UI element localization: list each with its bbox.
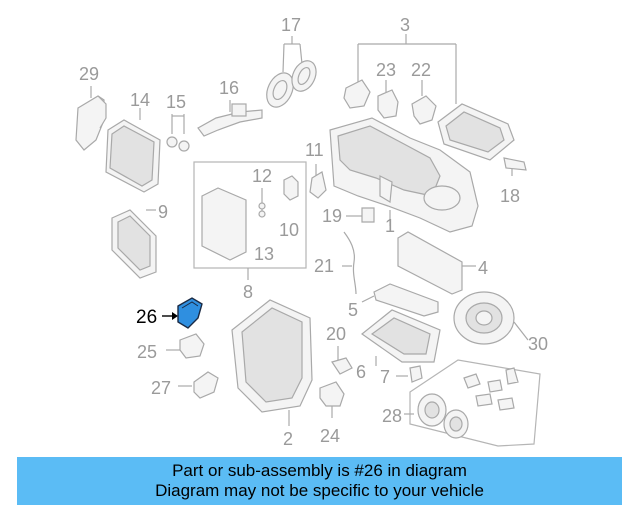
callout-15: 15 [166,92,186,112]
part-16 [197,100,263,137]
part-3 [357,34,457,104]
callout-26: 26 [136,307,157,328]
callout-28: 28 [382,406,402,426]
banner-line-2: Diagram may not be specific to your vehi… [155,481,484,500]
callout-21: 21 [314,256,334,276]
callout-14: 14 [130,90,150,110]
callout-16: 16 [219,78,239,98]
part-14 [105,108,161,193]
callout-30: 30 [528,334,548,354]
callout-27: 27 [151,378,171,398]
part-21 [342,231,357,295]
part-8 [193,161,307,280]
callout-6: 6 [356,362,366,382]
part-20 [331,346,353,375]
callout-labels: 1 2 3 4 5 6 7 8 9 10 11 12 13 14 15 16 1… [79,15,548,449]
callout-24: 24 [320,426,340,446]
callout-3: 3 [400,15,410,35]
part-29 [75,86,107,151]
part-3-right [437,103,515,161]
part-3-left [343,79,371,109]
callout-12: 12 [252,166,272,186]
callout-8: 8 [243,282,253,302]
callout-4: 4 [478,258,488,278]
part-6 [360,309,441,366]
part-22 [411,80,437,125]
part-7 [396,365,423,383]
part-17 [266,36,317,108]
callout-7: 7 [380,367,390,387]
callout-9: 9 [158,202,168,222]
callout-29: 29 [79,64,99,84]
callout-13: 13 [254,244,274,264]
part-5 [361,283,439,317]
callout-1: 1 [385,216,395,236]
callout-17: 17 [281,15,301,35]
callout-23: 23 [376,60,396,80]
callout-25: 25 [137,342,157,362]
part-2 [231,299,313,426]
part-30 [453,291,529,345]
part-4 [397,231,476,295]
callout-11: 11 [305,140,324,160]
part-19 [346,207,375,223]
part-15 [166,114,190,152]
part-1-housing [309,117,479,233]
part-28 [404,359,541,447]
callout-2: 2 [283,429,293,449]
part-24 [319,381,345,418]
callout-20: 20 [326,324,346,344]
part-18 [503,157,527,176]
callout-18: 18 [500,186,520,206]
part-26-highlighted [162,297,203,329]
banner-line-1: Part or sub-assembly is #26 in diagram [172,461,467,480]
callout-5: 5 [348,300,358,320]
part-9 [111,209,157,279]
part-27 [178,371,219,399]
part-25 [166,333,205,359]
callout-10: 10 [279,220,299,240]
callout-19: 19 [322,206,342,226]
parts-diagram: 1 2 3 4 5 6 7 8 9 10 11 12 13 14 15 16 1… [75,15,548,449]
info-banner: Part or sub-assembly is #26 in diagram D… [17,457,622,505]
part-23 [377,80,399,119]
callout-22: 22 [411,60,431,80]
